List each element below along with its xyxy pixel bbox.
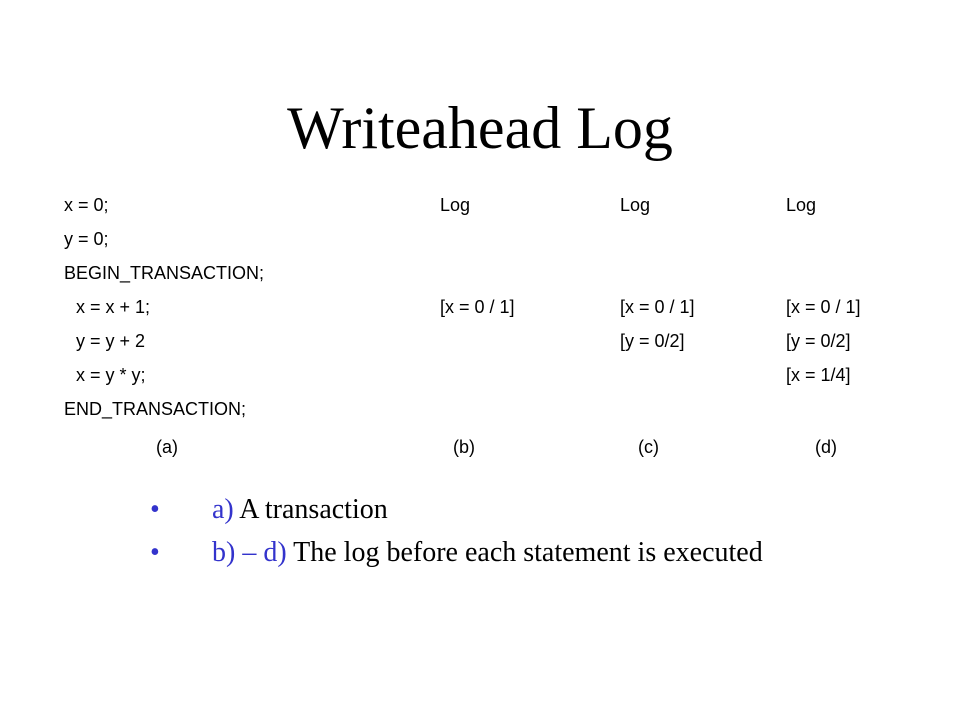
log-c-entry: [x = 0 / 1] xyxy=(620,297,695,317)
code-row: y = 0; xyxy=(64,222,109,256)
log-b-header: Log xyxy=(440,195,471,215)
bullet-body: The log before each statement is execute… xyxy=(286,537,763,568)
bullet-text: a) A transaction xyxy=(212,488,388,531)
code-line: END_TRANSACTION; xyxy=(64,399,247,419)
bullet-marker: • xyxy=(150,537,160,568)
log-c-header: Log xyxy=(620,195,651,215)
code-line: y = y + 2 xyxy=(76,331,146,351)
code-row: x = y * y; [x = 1/4] xyxy=(64,358,851,392)
log-b-entry: [x = 0 / 1] xyxy=(440,297,515,317)
code-line: x = y * y; xyxy=(76,365,146,385)
log-d-entry: [x = 1/4] xyxy=(786,365,851,385)
code-line: BEGIN_TRANSACTION; xyxy=(64,263,265,283)
slide-title: Writeahead Log xyxy=(287,95,673,161)
log-d-header: Log xyxy=(786,195,817,215)
log-d-entry: [y = 0/2] xyxy=(786,331,851,351)
code-listing: x = 0; Log Log Log y = 0; BEGIN_TRANSACT… xyxy=(64,188,861,426)
code-row: y = y + 2 [y = 0/2] [y = 0/2] xyxy=(64,324,851,358)
log-d-entry: [x = 0 / 1] xyxy=(786,297,861,317)
column-labels: (a) (b) (c) (d) xyxy=(0,430,960,464)
bullet-prefix: a) xyxy=(212,494,234,525)
bullet-prefix: b) – d) xyxy=(212,537,287,568)
code-row: END_TRANSACTION; xyxy=(64,392,246,426)
bullet-text: b) – d) The log before each statement is… xyxy=(212,531,763,574)
code-line: x = 0; xyxy=(64,195,109,215)
label-a: (a) xyxy=(156,437,178,457)
bullet-marker: • xyxy=(150,494,160,525)
code-line: x = x + 1; xyxy=(76,297,151,317)
code-row: x = x + 1; [x = 0 / 1] [x = 0 / 1] [x = … xyxy=(64,290,861,324)
label-b: (b) xyxy=(453,437,475,457)
code-row: BEGIN_TRANSACTION; xyxy=(64,256,264,290)
code-line: y = 0; xyxy=(64,229,109,249)
bullet-body: A transaction xyxy=(233,494,388,525)
code-row: x = 0; Log Log Log xyxy=(64,188,816,222)
label-d: (d) xyxy=(815,437,837,457)
label-c: (c) xyxy=(638,437,659,457)
log-c-entry: [y = 0/2] xyxy=(620,331,685,351)
